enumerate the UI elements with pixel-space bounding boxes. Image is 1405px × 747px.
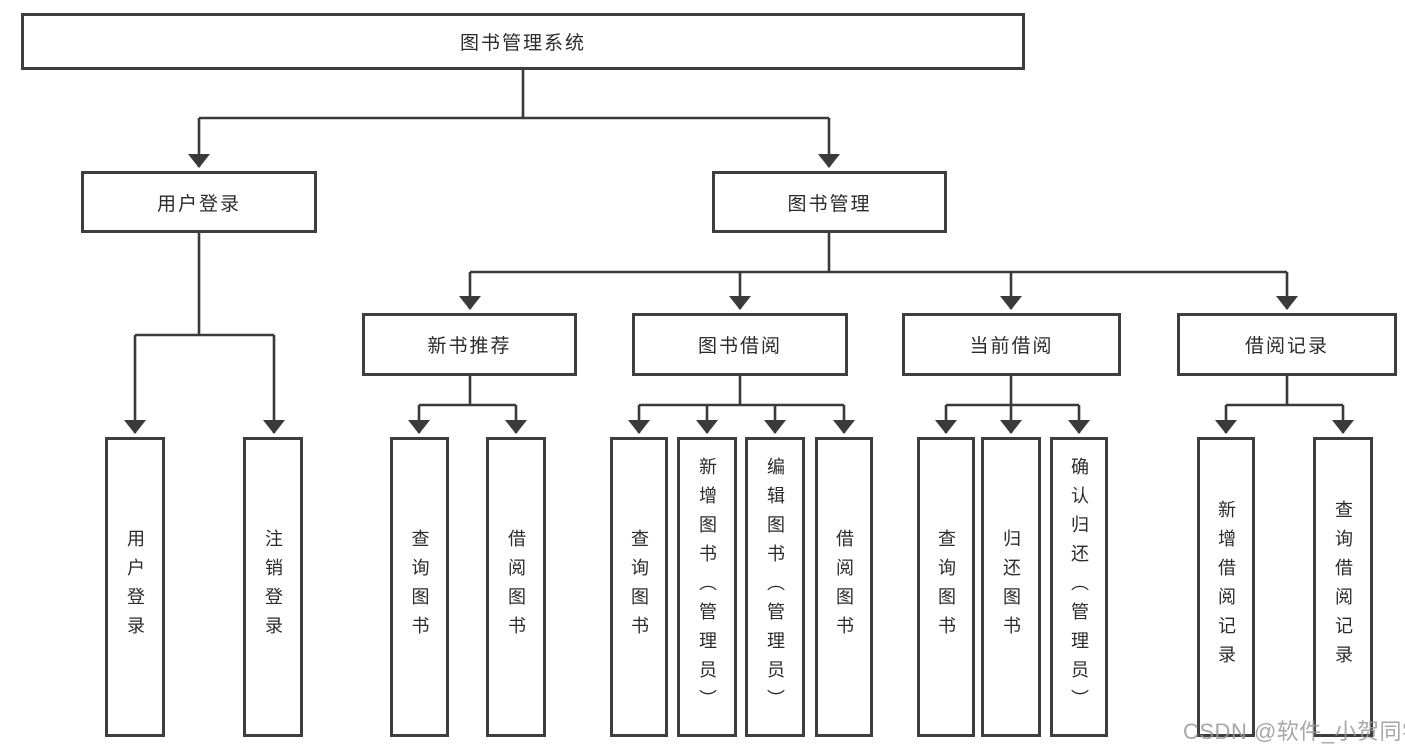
- node-root-system: 图书管理系统: [21, 13, 1025, 70]
- node-current-borrow: 当前借阅: [902, 313, 1121, 376]
- leaf-borrow-query-books: 查询图书: [610, 437, 668, 737]
- leaf-newbook-query-books: 查询图书: [390, 437, 449, 737]
- leaf-borrow-borrow-books: 借阅图书: [815, 437, 873, 737]
- leaf-borrow-add-books-admin: 新增图书（管理员）: [677, 437, 737, 737]
- leaf-current-confirm-return-admin: 确认归还（管理员）: [1050, 437, 1108, 737]
- leaf-newbook-borrow-books: 借阅图书: [486, 437, 546, 737]
- node-book-management: 图书管理: [712, 171, 947, 233]
- leaf-current-return-books: 归还图书: [981, 437, 1041, 737]
- leaf-record-query-borrow-record: 查询借阅记录: [1313, 437, 1373, 737]
- leaf-user-login: 用户登录: [105, 437, 165, 737]
- leaf-current-query-books: 查询图书: [917, 437, 975, 737]
- leaf-logout: 注销登录: [243, 437, 303, 737]
- leaf-borrow-edit-books-admin: 编辑图书（管理员）: [745, 437, 805, 737]
- node-borrow-record: 借阅记录: [1177, 313, 1397, 376]
- node-new-book-recommend: 新书推荐: [362, 313, 577, 376]
- node-user-login: 用户登录: [81, 171, 317, 233]
- node-book-borrow: 图书借阅: [632, 313, 848, 376]
- csdn-watermark: CSDN @软件_小贺同学: [1183, 719, 1405, 744]
- leaf-record-add-borrow-record: 新增借阅记录: [1197, 437, 1255, 737]
